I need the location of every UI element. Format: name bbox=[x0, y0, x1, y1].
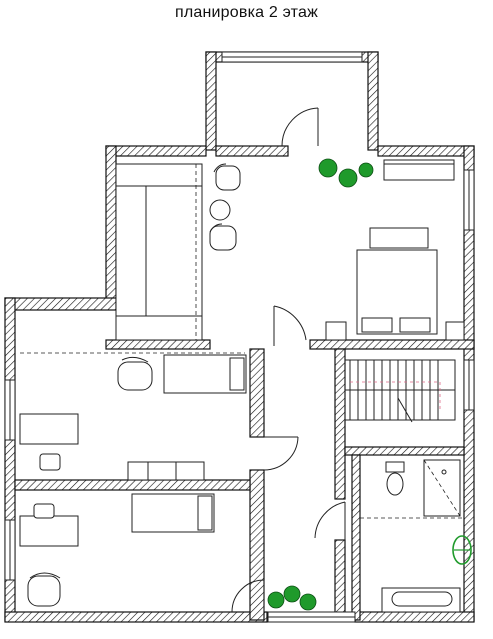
door-swing-icon bbox=[231, 579, 265, 613]
bed-icon bbox=[163, 354, 247, 394]
shelf bbox=[127, 461, 205, 481]
toilet-icon bbox=[385, 461, 405, 496]
plan-title: планировка 2 этаж bbox=[175, 4, 318, 21]
armchair-icon bbox=[27, 572, 61, 607]
armchair-icon bbox=[117, 356, 153, 391]
bed-icon bbox=[131, 493, 215, 533]
armchair-icon bbox=[209, 163, 241, 251]
desk-chair-icon bbox=[39, 453, 61, 471]
door-swing-icon bbox=[273, 305, 307, 346]
sink bbox=[452, 535, 472, 565]
door-swing-icon bbox=[314, 501, 346, 540]
stairs-icon bbox=[344, 359, 456, 423]
shower-icon bbox=[423, 459, 461, 517]
desk-chair-icon bbox=[33, 503, 55, 519]
wardrobe bbox=[115, 163, 203, 341]
bathtub-icon bbox=[381, 587, 461, 613]
door-swing-icon bbox=[281, 107, 319, 147]
bed-icon bbox=[325, 227, 465, 341]
windows bbox=[4, 51, 475, 623]
tv-cabinet bbox=[383, 159, 455, 181]
door-swing-icon bbox=[263, 436, 299, 471]
desk bbox=[19, 515, 79, 547]
desk bbox=[19, 413, 79, 445]
interior-walls bbox=[14, 339, 475, 621]
plant-icon bbox=[267, 585, 317, 611]
plant-icon bbox=[318, 158, 374, 188]
